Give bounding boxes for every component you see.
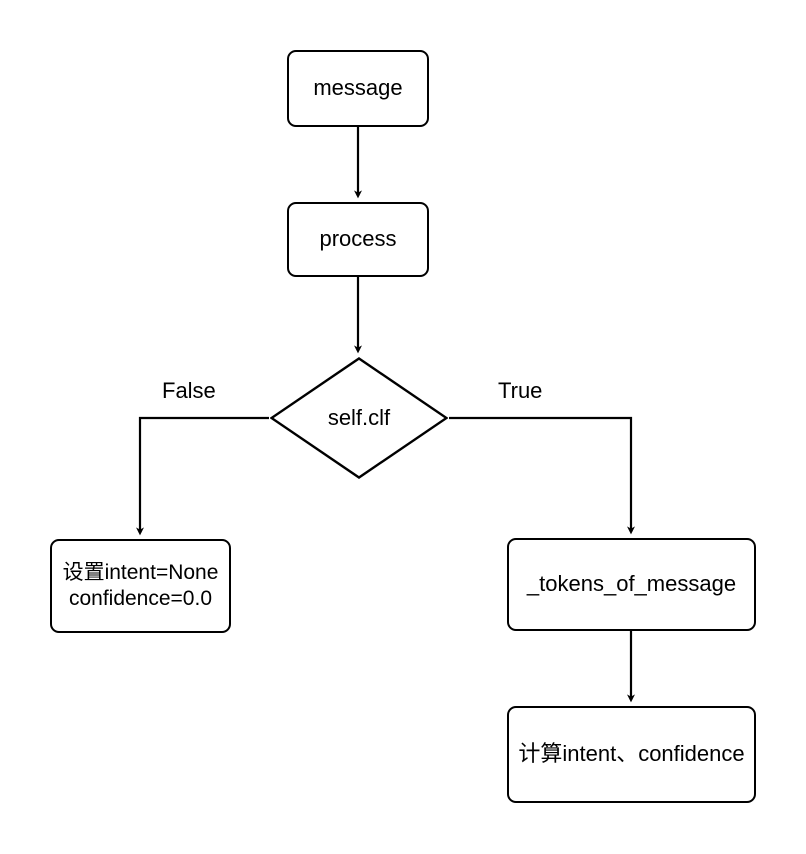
node-message[interactable]: message <box>287 50 429 127</box>
node-set-intent-none-label: 设置intent=None confidence=0.0 <box>62 561 219 610</box>
diamond-shape <box>270 357 448 479</box>
node-decision-label: self.clf <box>327 404 391 430</box>
node-compute-intent-confidence-label: 计算intent、confidence <box>518 741 745 767</box>
node-process[interactable]: process <box>287 202 429 277</box>
node-tokens-of-message-label: _tokens_of_message <box>526 571 737 597</box>
node-process-label: process <box>319 226 397 252</box>
node-tokens-of-message[interactable]: _tokens_of_message <box>507 538 756 631</box>
node-set-intent-none[interactable]: 设置intent=None confidence=0.0 <box>50 539 231 633</box>
node-compute-intent-confidence[interactable]: 计算intent、confidence <box>507 706 756 803</box>
edge-decision-to-tokens <box>449 416 635 535</box>
node-message-label: message <box>313 75 403 101</box>
node-decision-label-wrap: self.clf <box>270 357 448 479</box>
node-decision-self-clf[interactable]: self.clf <box>270 357 448 479</box>
edge-label-false: False <box>162 378 216 403</box>
edge-decision-to-set-none <box>136 416 269 536</box>
edge-label-true: True <box>498 378 543 403</box>
